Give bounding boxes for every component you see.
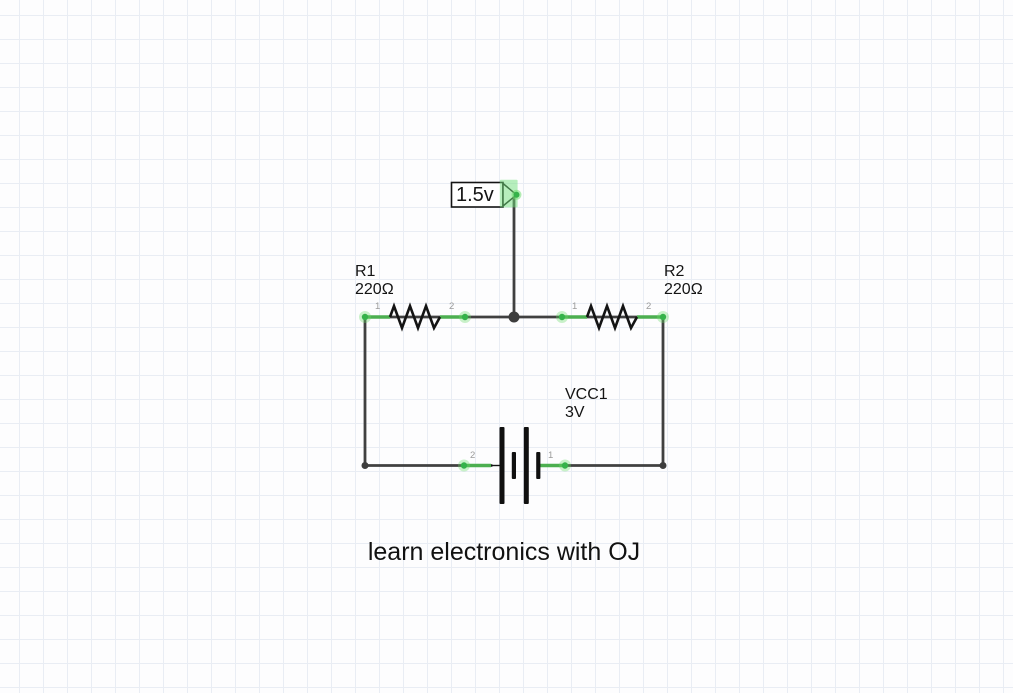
vcc1-designator: VCC1	[565, 386, 608, 403]
r1-value: 220Ω	[355, 280, 394, 298]
pin-connection-dot[interactable]	[361, 313, 369, 321]
battery-vcc1-body[interactable]	[491, 427, 541, 504]
vcc1-pin1-number: 1	[548, 450, 554, 461]
wire-junction-dot[interactable]	[508, 311, 520, 323]
battery-short-plate	[536, 452, 541, 479]
r2-label-block: R2 220Ω	[664, 263, 703, 298]
r1-label-block: R1 220Ω	[355, 263, 394, 298]
caption-text[interactable]: learn electronics with OJ	[367, 538, 641, 566]
wire-left-loop[interactable]	[363, 315, 493, 467]
pin-connection-dots	[359, 311, 669, 472]
vcc1-label-block: VCC1 3V	[565, 386, 608, 421]
r2-pin2-number: 2	[646, 301, 652, 312]
probe-value-label[interactable]: 1.5v	[456, 184, 494, 206]
voltage-probe-flag[interactable]	[450, 179, 522, 208]
battery-long-plate	[499, 427, 505, 504]
pin-connection-dot[interactable]	[461, 313, 469, 321]
wire-corner-dot[interactable]	[361, 462, 369, 469]
r2-designator: R2	[664, 263, 685, 280]
vcc1-pin2-number: 2	[470, 450, 476, 461]
battery-long-plate	[523, 427, 529, 504]
r1-pin1-number: 1	[375, 301, 381, 312]
pin-connection-dot[interactable]	[659, 313, 667, 321]
r2-value: 220Ω	[664, 280, 703, 298]
r2-pin1-number: 1	[572, 301, 578, 312]
probe-selection-highlight	[499, 179, 518, 208]
battery-short-plate	[511, 452, 516, 479]
r1-designator: R1	[355, 263, 376, 280]
resistor-r2-body[interactable]	[585, 302, 639, 332]
probe-label-box[interactable]	[450, 181, 504, 208]
wire-corner-dot[interactable]	[659, 462, 667, 469]
pin-connection-dot[interactable]	[561, 462, 569, 469]
vcc1-value: 3V	[565, 403, 585, 421]
pin-connection-dot[interactable]	[460, 462, 468, 469]
resistor-r1-body[interactable]	[388, 302, 442, 332]
r1-pin2-number: 2	[449, 301, 455, 312]
probe-tip-dot[interactable]	[513, 191, 520, 198]
pin-connection-dot[interactable]	[558, 313, 566, 321]
